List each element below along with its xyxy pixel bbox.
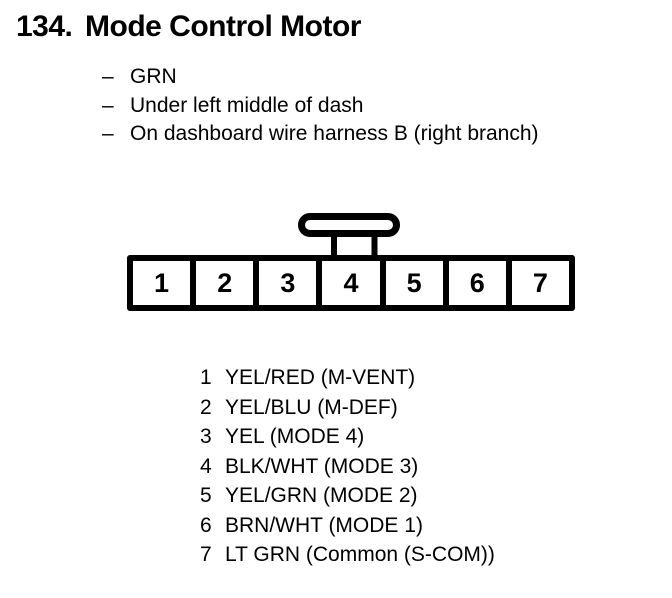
pin-number: 5 [200, 484, 212, 507]
pin-wire-label: BLK/WHT (MODE 3) [225, 454, 419, 478]
pin-assignment-row: 1 YEL/RED (M-VENT) [200, 363, 495, 393]
pin-wire-label: YEL/BLU (M-DEF) [225, 395, 398, 419]
connector-pin-cell: 3 [259, 261, 317, 305]
pin-wire-label: BRN/WHT (MODE 1) [225, 513, 423, 537]
pin-number: 3 [200, 425, 212, 448]
dash-bullet: – [102, 93, 114, 117]
connector-pin-cell: 7 [511, 261, 569, 305]
connector-pin-cell: 6 [448, 261, 506, 305]
page-title: 134. Mode Control Motor [16, 10, 361, 44]
pin-assignment-row: 3 YEL (MODE 4) [200, 422, 495, 452]
note-text: On dashboard wire harness B (right branc… [130, 122, 539, 145]
notes-list: – GRN – Under left middle of dash – On d… [102, 63, 539, 149]
pin-assignment-row: 6 BRN/WHT (MODE 1) [200, 511, 495, 541]
pin-assignment-row: 2 YEL/BLU (M-DEF) [200, 393, 495, 423]
pin-wire-label: YEL/RED (M-VENT) [225, 366, 416, 389]
pin-assignment-row: 7 LT GRN (Common (S-COM)) [200, 540, 495, 570]
pin-number: 2 [200, 395, 212, 419]
pin-number: 7 [200, 543, 212, 566]
item-number: 134. [16, 10, 73, 43]
pin-assignment-row: 5 YEL/GRN (MODE 2) [200, 481, 495, 511]
connector-lock-tab-icon [298, 213, 400, 256]
connector-pin-cell: 4 [322, 261, 380, 305]
pin-wire-label: YEL/GRN (MODE 2) [225, 484, 418, 507]
connector-pin-cell: 2 [196, 261, 254, 305]
pin-assignment-row: 4 BLK/WHT (MODE 3) [200, 452, 495, 482]
dash-bullet: – [102, 65, 114, 88]
note-line: – GRN [102, 63, 539, 92]
item-title: Mode Control Motor [85, 10, 361, 43]
connector-diagram: 1 2 3 4 5 6 7 [127, 255, 575, 311]
connector-pin-cell: 5 [385, 261, 443, 305]
connector-pin-cell: 1 [133, 261, 191, 305]
pin-number: 6 [200, 513, 212, 537]
pin-wire-label: YEL (MODE 4) [225, 425, 365, 448]
pin-assignment-list: 1 YEL/RED (M-VENT) 2 YEL/BLU (M-DEF) 3 Y… [200, 363, 495, 570]
note-line: – Under left middle of dash [102, 92, 539, 121]
note-text: Under left middle of dash [130, 93, 364, 117]
dash-bullet: – [102, 122, 114, 145]
note-text: GRN [130, 65, 177, 88]
note-line: – On dashboard wire harness B (right bra… [102, 120, 539, 149]
pin-number: 4 [200, 454, 212, 478]
pin-number: 1 [200, 366, 212, 389]
pin-wire-label: LT GRN (Common (S-COM)) [225, 543, 495, 566]
